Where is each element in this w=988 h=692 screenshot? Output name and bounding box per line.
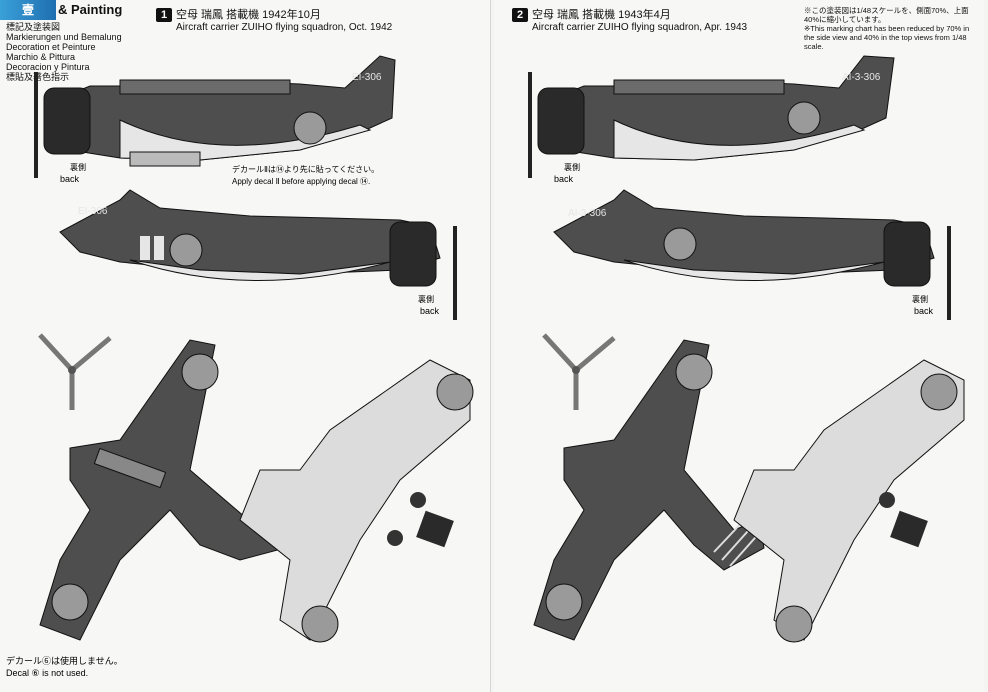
tail-code-side-2: AI-3-306 — [842, 72, 881, 83]
scheme-1-page: 壹 & Painting 標記及塗装図 Markierungen und Bem… — [0, 0, 491, 692]
decal-note-en-1: Apply decal Ⅱ before applying decal ⑭. — [232, 177, 370, 186]
svg-text:back: back — [554, 174, 574, 184]
scheme-2-badge: 2 — [512, 8, 528, 22]
decal-unused-jp: デカール⑥は使用しません。 — [6, 655, 123, 666]
decal-note-jp-1: デカールⅡは⑭より先に貼ってください。 — [232, 164, 379, 174]
plan-view-lower-2 — [733, 359, 965, 643]
section-title: & Painting — [58, 2, 123, 17]
scheme-1-drawings: EI-306 裏側 back デカールⅡは⑭より先に貼ってください。 Apply… — [6, 55, 474, 678]
site-logo: 壹 — [0, 0, 56, 20]
scheme-1-badge: 1 — [156, 8, 172, 22]
decal-unused-en: Decal ⑥ is not used. — [6, 668, 88, 678]
svg-text:back: back — [420, 306, 440, 316]
svg-text:裏側: 裏側 — [564, 162, 580, 172]
side-view-lower-2: AI-3-306 裏側 back — [553, 189, 951, 320]
scheme-2-drawings: AI-3-306 裏側 back AI-3-306 裏側 back — [528, 55, 965, 643]
scale-note: ※この塗装図は1/48スケールを、側面70%、上面40%に縮小しています。 ※T… — [804, 6, 970, 51]
tail-code-top-2: AI-3-306 — [568, 208, 607, 219]
tail-code-top-1: EI-306 — [78, 206, 108, 217]
svg-text:裏側: 裏側 — [912, 294, 928, 304]
back-label-jp: 裏側 — [70, 162, 86, 172]
svg-text:back: back — [914, 306, 934, 316]
plan-view-lower-1 — [239, 359, 474, 643]
plan-view-upper-2 — [533, 333, 765, 641]
tail-code-side-1: EI-306 — [352, 72, 382, 83]
side-view-lower-1: EI-306 裏側 back — [59, 189, 457, 320]
side-view-upper-1: EI-306 裏側 back デカールⅡは⑭より先に貼ってください。 Apply… — [34, 55, 396, 186]
back-label-en: back — [60, 174, 80, 184]
svg-text:裏側: 裏側 — [418, 294, 434, 304]
plan-view-upper-1 — [38, 333, 286, 641]
side-view-upper-2: AI-3-306 裏側 back — [528, 55, 895, 184]
